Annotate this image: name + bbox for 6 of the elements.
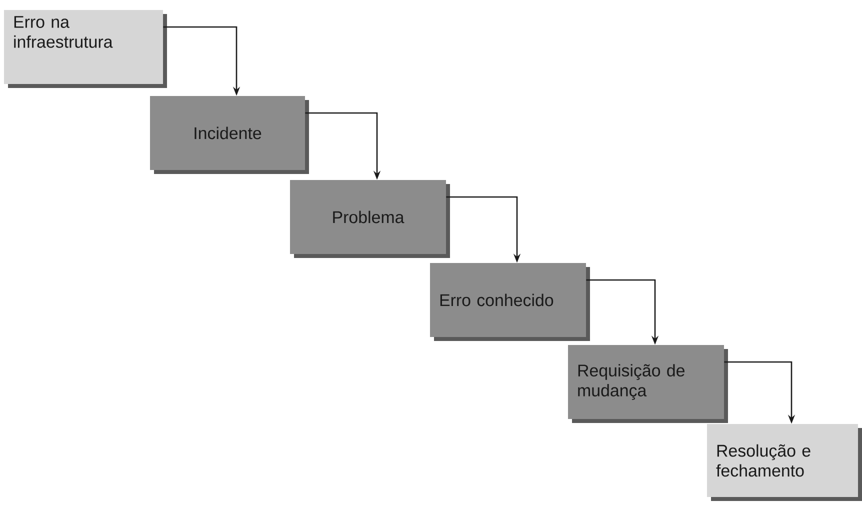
process-box: Resolução e fechamento [707, 424, 862, 501]
process-box: Erro na infraestrutura [4, 10, 167, 88]
process-box: Requisição de mudança [568, 345, 728, 423]
process-box: Incidente [150, 96, 309, 174]
process-box: Erro conhecido [430, 263, 590, 341]
process-box: Problema [290, 180, 450, 258]
